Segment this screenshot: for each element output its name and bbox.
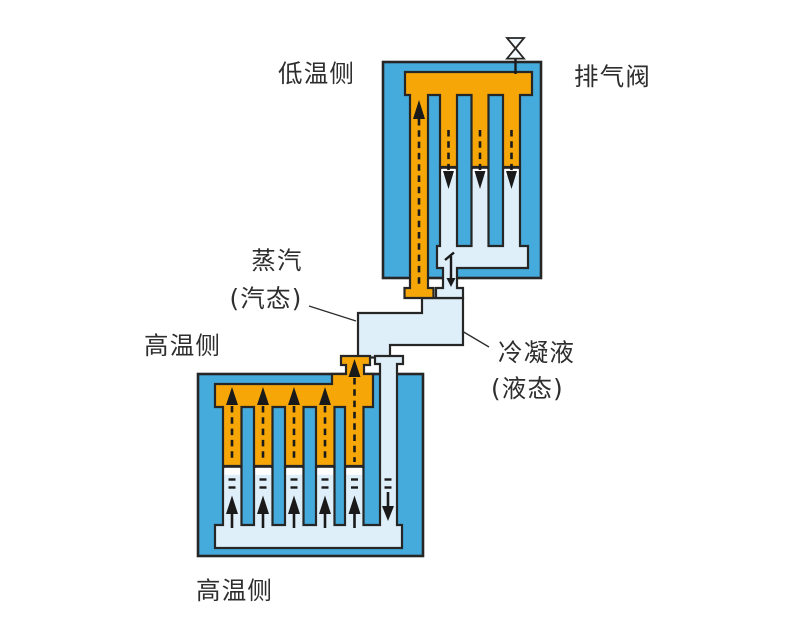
drain-down-arrow xyxy=(444,251,456,287)
condensate-leader-line xyxy=(461,330,490,348)
pipe-shape xyxy=(356,296,465,359)
liquid-up-arrow xyxy=(348,478,361,528)
low-temp-vapor-channels xyxy=(403,70,534,300)
return-down-arrow xyxy=(382,478,394,521)
label-condensate: 冷凝液 xyxy=(498,338,575,367)
riser-up-arrow xyxy=(348,359,361,462)
vapor-up-arrow xyxy=(319,387,331,462)
vapor-up-arrow xyxy=(226,387,238,462)
low-temp-unit xyxy=(381,60,543,300)
high-temp-unit xyxy=(196,354,425,558)
liquid-up-arrow xyxy=(288,478,300,528)
label-low-temp-side: 低温侧 xyxy=(278,59,355,88)
liquid-up-arrow xyxy=(257,478,269,528)
connection-pipe xyxy=(356,296,465,359)
label-exhaust-valve: 排气阀 xyxy=(574,62,651,91)
condense-down-arrow xyxy=(443,130,454,189)
vapor-up-arrow xyxy=(288,387,300,462)
meniscus-band xyxy=(346,467,362,475)
label-steam: 蒸汽 xyxy=(251,246,302,275)
meniscus-band xyxy=(224,467,240,475)
steam-leader-line xyxy=(308,305,357,322)
meniscus-band xyxy=(255,467,271,475)
liquid-up-arrow xyxy=(319,478,331,528)
meniscus-band xyxy=(317,467,333,475)
meniscus-band xyxy=(286,467,302,475)
label-steam-state: (汽态) xyxy=(230,284,303,313)
liquid-up-arrow xyxy=(226,478,238,528)
label-condensate-state: (液态) xyxy=(491,374,564,403)
vapor-up-arrow xyxy=(413,100,425,284)
exhaust-valve-icon xyxy=(505,37,526,74)
vapor-up-arrow xyxy=(257,387,269,462)
condense-down-arrow xyxy=(506,130,517,189)
label-high-temp-side-bottom: 高温侧 xyxy=(196,576,273,605)
condense-down-arrow xyxy=(474,130,486,189)
label-high-temp-side-left: 高温侧 xyxy=(144,331,221,360)
